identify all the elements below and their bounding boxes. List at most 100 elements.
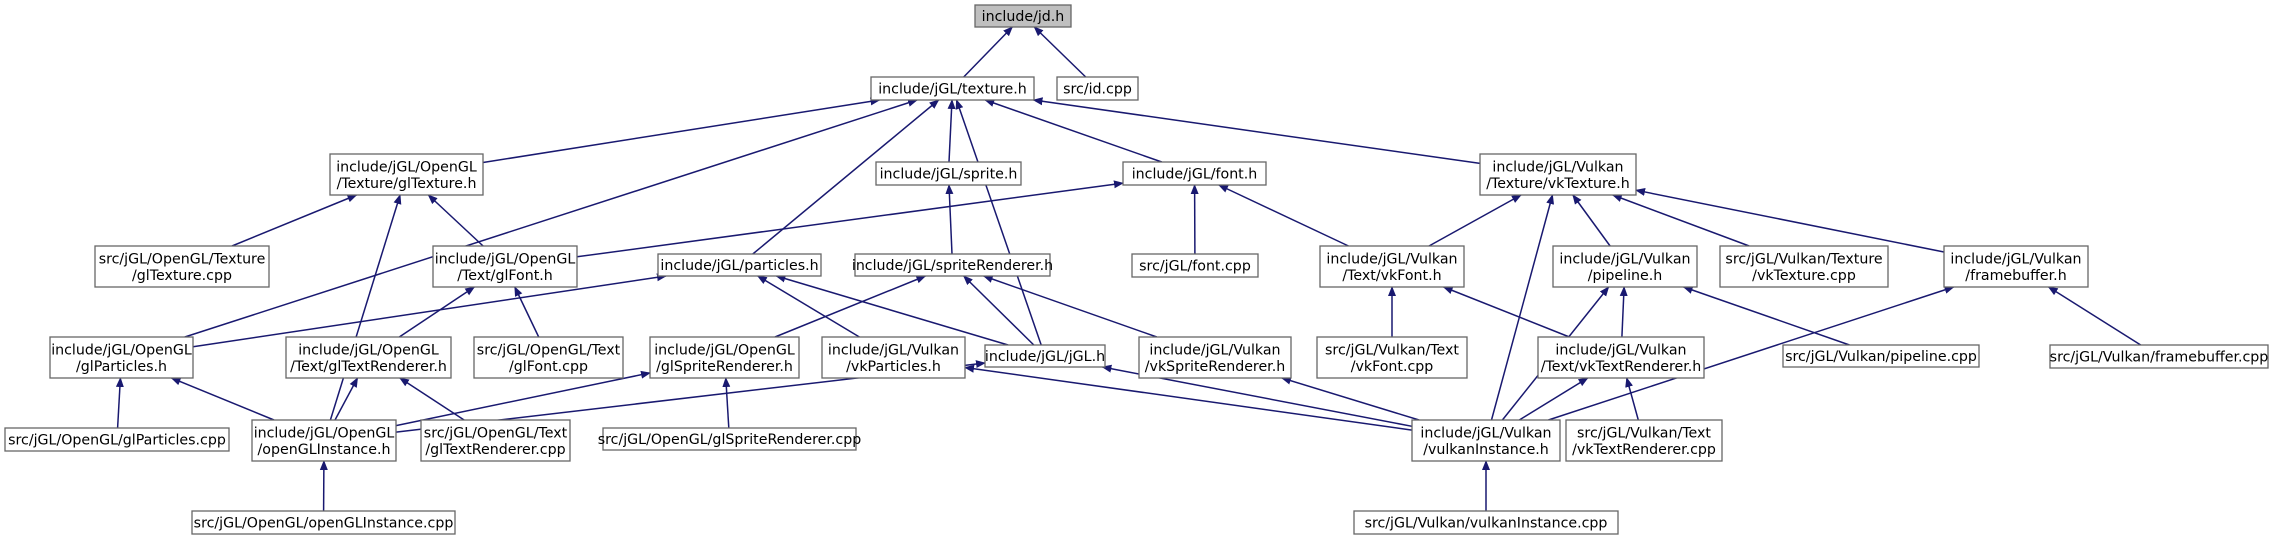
edge-jgl_h-to-particles_h bbox=[775, 274, 1009, 346]
node-box bbox=[1537, 336, 1705, 379]
node-gltexture_cpp[interactable]: src/jGL/OpenGL/Texture/glTexture.cpp bbox=[94, 245, 270, 288]
node-label: src/jGL/font.cpp bbox=[1139, 259, 1251, 275]
edge-glspriterenderer_cpp-to-glspriterenderer_h bbox=[722, 377, 731, 429]
edge-vkfont_h-to-font_h bbox=[1217, 184, 1349, 247]
node-glparticles_h[interactable]: include/jGL/OpenGL/glParticles.h bbox=[49, 336, 194, 379]
node-box bbox=[1131, 253, 1259, 278]
node-box bbox=[2049, 344, 2269, 369]
node-vktexture_h[interactable]: include/jGL/Vulkan/Texture/vkTexture.h bbox=[1479, 153, 1637, 196]
node-vktextrenderer_h[interactable]: include/jGL/Vulkan/Text/vkTextRenderer.h bbox=[1537, 336, 1705, 379]
node-label: include/jGL/texture.h bbox=[878, 82, 1027, 98]
node-label: include/jGL/OpenGL bbox=[654, 342, 795, 358]
node-id_h[interactable]: include/jd.h bbox=[974, 4, 1072, 28]
node-box bbox=[329, 153, 484, 196]
node-label: src/id.cpp bbox=[1063, 82, 1132, 98]
node-label: /pipeline.h bbox=[1588, 268, 1663, 284]
edge-vktextrenderer_h-to-pipeline_h bbox=[1619, 286, 1628, 338]
node-label: src/jGL/Vulkan/framebuffer.cpp bbox=[2050, 350, 2269, 366]
node-label: src/jGL/OpenGL/Texture bbox=[99, 251, 266, 267]
edge-vulkaninstance_h-to-vkspriterenderer_h bbox=[1280, 376, 1420, 421]
node-vkspriterenderer_h[interactable]: include/jGL/Vulkan/vkSpriteRenderer.h bbox=[1138, 336, 1292, 379]
node-box bbox=[49, 336, 194, 379]
node-box bbox=[4, 427, 230, 452]
node-gltextrenderer_cpp[interactable]: src/jGL/OpenGL/Text/glTextRenderer.cpp bbox=[420, 419, 571, 462]
node-glfont_h[interactable]: include/jGL/OpenGL/Text/glFont.h bbox=[432, 245, 578, 288]
node-sprite_h[interactable]: include/jGL/sprite.h bbox=[875, 161, 1022, 186]
node-box bbox=[432, 245, 578, 288]
node-label: /glFont.cpp bbox=[509, 359, 588, 375]
node-label: include/jGL/OpenGL bbox=[435, 251, 576, 267]
edge-texture_h-to-id_h bbox=[963, 26, 1013, 78]
edge-glspriterenderer_h-to-spriterenderer_h bbox=[774, 275, 927, 338]
node-box bbox=[854, 253, 1051, 277]
node-font_h[interactable]: include/jGL/font.h bbox=[1122, 161, 1267, 186]
node-box bbox=[657, 253, 822, 277]
node-box bbox=[1316, 336, 1468, 379]
edge-vktextrenderer_h-to-vkfont_h bbox=[1442, 286, 1570, 338]
node-label: include/jGL/Vulkan bbox=[1149, 342, 1280, 358]
node-vkfont_h[interactable]: include/jGL/Vulkan/Text/vkFont.h bbox=[1319, 245, 1465, 288]
node-openglinstance_cpp[interactable]: src/jGL/OpenGL/openGLInstance.cpp bbox=[191, 510, 456, 535]
edge-framebuffer_h-to-vktexture_h bbox=[1635, 188, 1945, 253]
node-label: include/jGL/OpenGL bbox=[298, 342, 439, 358]
edge-openglinstance_h-to-glparticles_h bbox=[170, 377, 275, 421]
node-box bbox=[285, 336, 452, 379]
node-vktextrenderer_cpp[interactable]: src/jGL/Vulkan/Text/vkTextRenderer.cpp bbox=[1565, 419, 1723, 462]
edge-glparticles_h-to-texture_h bbox=[184, 98, 918, 338]
node-glspriterenderer_h[interactable]: include/jGL/OpenGL/glSpriteRenderer.h bbox=[649, 336, 800, 379]
node-label: /openGLInstance.h bbox=[258, 442, 391, 458]
node-jgl_h[interactable]: include/jGL/jGL.h bbox=[984, 344, 1106, 368]
edge-gltexture_cpp-to-gltexture_h bbox=[231, 194, 358, 247]
node-label: /glParticles.h bbox=[76, 359, 167, 375]
node-particles_h[interactable]: include/jGL/particles.h bbox=[657, 253, 822, 277]
edge-jgl_h-to-texture_h bbox=[955, 99, 1042, 346]
node-texture_h[interactable]: include/jGL/texture.h bbox=[870, 76, 1035, 101]
node-box bbox=[1943, 245, 2089, 288]
node-label: include/jGL/Vulkan bbox=[828, 342, 959, 358]
edge-glfont_h-to-font_h bbox=[576, 180, 1124, 258]
node-vkfont_cpp[interactable]: src/jGL/Vulkan/Text/vkFont.cpp bbox=[1316, 336, 1468, 379]
edge-gltextrenderer_h-to-glfont_h bbox=[398, 286, 476, 338]
node-box bbox=[1719, 245, 1889, 288]
edge-pipeline_h-to-vktexture_h bbox=[1572, 194, 1611, 247]
node-box bbox=[251, 419, 397, 462]
edge-openglinstance_h-to-glspriterenderer_h bbox=[395, 370, 651, 427]
node-label: src/jGL/OpenGL/Text bbox=[424, 425, 568, 441]
node-box bbox=[1411, 419, 1561, 462]
node-id_cpp[interactable]: src/id.cpp bbox=[1056, 76, 1139, 101]
node-label: include/jGL/sprite.h bbox=[880, 167, 1018, 183]
node-glparticles_cpp[interactable]: src/jGL/OpenGL/glParticles.cpp bbox=[4, 427, 230, 452]
node-label: src/jGL/OpenGL/openGLInstance.cpp bbox=[194, 516, 454, 532]
node-framebuffer_cpp[interactable]: src/jGL/Vulkan/framebuffer.cpp bbox=[2049, 344, 2269, 369]
node-pipeline_h[interactable]: include/jGL/Vulkan/pipeline.h bbox=[1552, 245, 1698, 288]
node-vktexture_cpp[interactable]: src/jGL/Vulkan/Texture/vkTexture.cpp bbox=[1719, 245, 1889, 288]
edge-vktexture_h-to-texture_h bbox=[1032, 97, 1481, 165]
node-label: src/jGL/Vulkan/pipeline.cpp bbox=[1785, 349, 1977, 365]
node-vulkaninstance_cpp[interactable]: src/jGL/Vulkan/vulkanInstance.cpp bbox=[1353, 510, 1619, 535]
edge-jgl_h-to-spriterenderer_h bbox=[962, 275, 1035, 346]
node-openglinstance_h[interactable]: include/jGL/OpenGL/openGLInstance.h bbox=[251, 419, 397, 462]
edge-sprite_h-to-texture_h bbox=[947, 99, 956, 163]
node-box bbox=[1479, 153, 1637, 196]
node-label: include/jGL/Vulkan bbox=[1559, 251, 1690, 267]
node-gltextrenderer_h[interactable]: include/jGL/OpenGL/Text/glTextRenderer.h bbox=[285, 336, 452, 379]
node-glspriterenderer_cpp[interactable]: src/jGL/OpenGL/glSpriteRenderer.cpp bbox=[598, 427, 862, 451]
node-framebuffer_h[interactable]: include/jGL/Vulkan/framebuffer.h bbox=[1943, 245, 2089, 288]
node-label: src/jGL/OpenGL/glSpriteRenderer.cpp bbox=[598, 432, 862, 448]
node-label: /Text/vkFont.h bbox=[1342, 268, 1441, 284]
node-pipeline_cpp[interactable]: src/jGL/Vulkan/pipeline.cpp bbox=[1782, 344, 1980, 368]
node-glfont_cpp[interactable]: src/jGL/OpenGL/Text/glFont.cpp bbox=[473, 336, 624, 379]
node-vkparticles_h[interactable]: include/jGL/Vulkan/vkParticles.h bbox=[821, 336, 966, 379]
node-box bbox=[191, 510, 456, 535]
edge-openglinstance_h-to-gltextrenderer_h bbox=[334, 377, 359, 421]
node-box bbox=[1565, 419, 1723, 462]
edge-glfont_h-to-gltexture_h bbox=[427, 194, 484, 247]
node-font_cpp[interactable]: src/jGL/font.cpp bbox=[1131, 253, 1259, 278]
edge-pipeline_cpp-to-pipeline_h bbox=[1682, 286, 1850, 346]
node-vulkaninstance_h[interactable]: include/jGL/Vulkan/vulkanInstance.h bbox=[1411, 419, 1561, 462]
node-label: include/jGL/font.h bbox=[1132, 167, 1258, 183]
node-spriterenderer_h[interactable]: include/jGL/spriteRenderer.h bbox=[852, 253, 1053, 277]
node-box bbox=[602, 427, 857, 451]
edge-vulkaninstance_h-to-vktexture_h bbox=[1490, 194, 1555, 421]
node-gltexture_h[interactable]: include/jGL/OpenGL/Texture/glTexture.h bbox=[329, 153, 484, 196]
